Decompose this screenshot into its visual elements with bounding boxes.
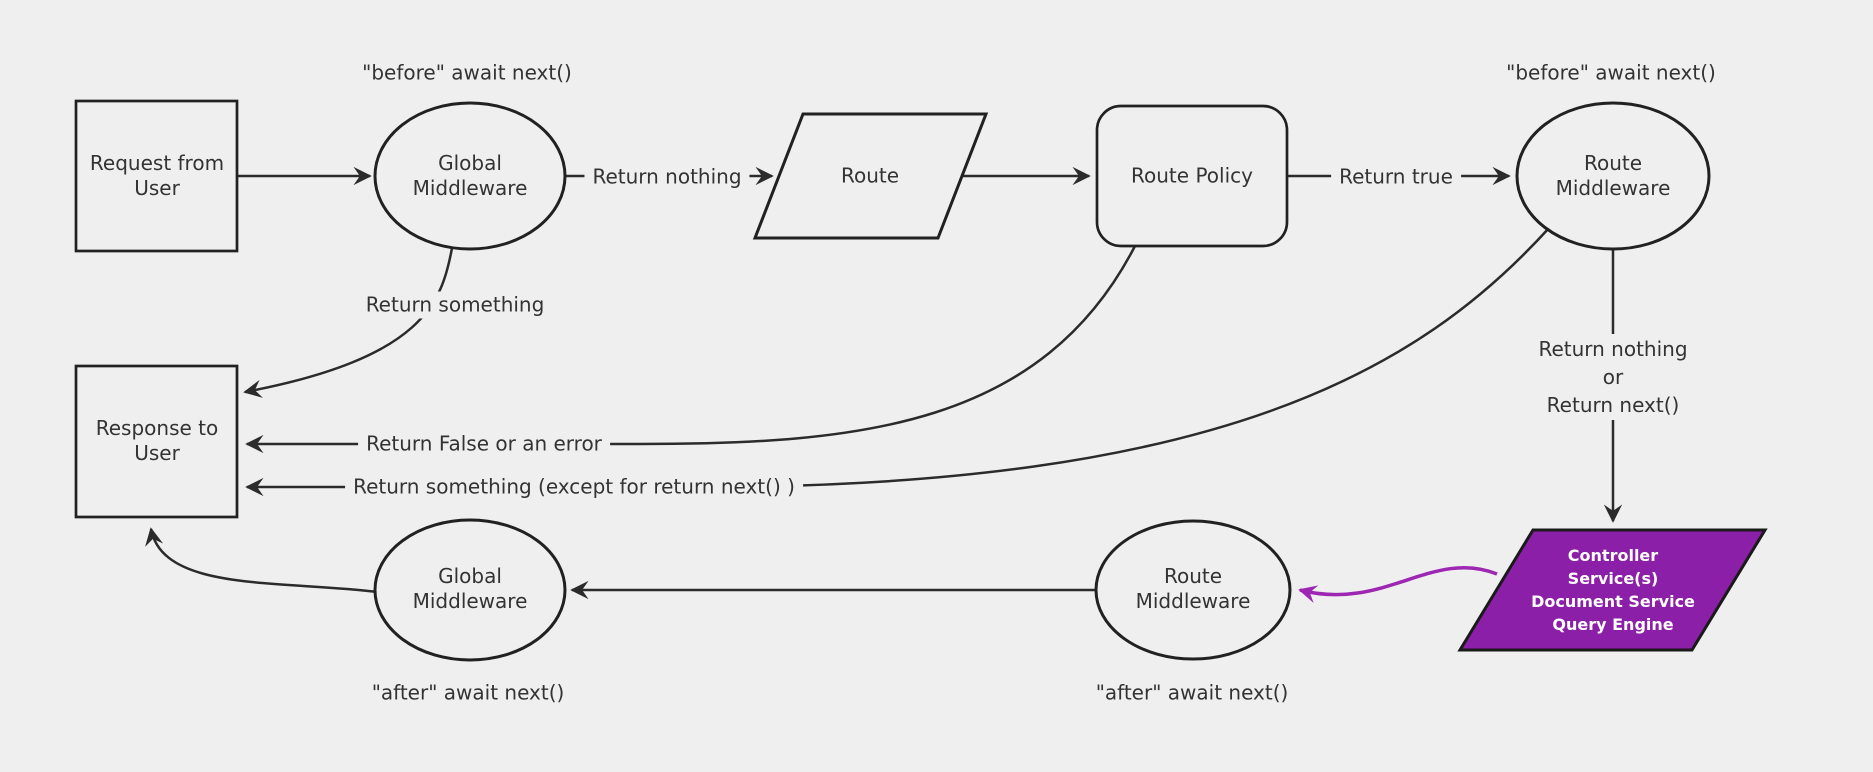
return-nothing-or-line-3: Return next()	[1546, 393, 1680, 417]
after-await-annotation-left: "after" await next()	[371, 680, 565, 705]
after-await-annotation-middle: "after" await next()	[1095, 680, 1289, 705]
node-response-to-user	[74, 364, 239, 519]
route-middleware-bottom-label: Route Middleware	[1135, 564, 1251, 613]
controller-line-2: Service(s)	[1567, 569, 1659, 588]
node-controller-services	[1457, 528, 1768, 652]
controller-line-3: Document Service	[1531, 592, 1695, 611]
return-nothing-or-line-1: Return nothing	[1538, 337, 1688, 361]
edge-label-return-something-except: Return something (except for return next…	[345, 473, 803, 501]
return-nothing-or-line-2: or	[1602, 365, 1624, 389]
edge-label-return-false-or-error: Return False or an error	[358, 430, 610, 458]
route-policy-label: Route Policy	[1131, 163, 1253, 188]
before-await-annotation-right: "before" await next()	[1506, 60, 1716, 85]
edge-controller-to-route-mw-bottom	[1298, 565, 1498, 604]
request-node-label: Request from User	[89, 151, 225, 200]
before-await-annotation-left: "before" await next()	[362, 60, 572, 85]
edge-route-mw-return-something-except	[245, 227, 1550, 497]
edge-route-policy-return-false	[245, 245, 1137, 454]
node-route-middleware-top	[1515, 101, 1711, 251]
node-global-middleware-top	[373, 101, 567, 251]
edge-global-mw-return-something	[243, 247, 454, 398]
node-route	[752, 112, 989, 240]
node-global-middleware-bottom	[373, 518, 567, 662]
controller-line-4: Query Engine	[1552, 615, 1674, 634]
node-route-middleware-bottom	[1094, 519, 1292, 661]
route-middleware-top-label: Route Middleware	[1555, 151, 1671, 200]
response-node-label: Response to User	[95, 416, 219, 465]
controller-line-1: Controller	[1567, 546, 1659, 565]
edge-label-return-something: Return something	[357, 291, 553, 319]
edge-label-return-nothing-or-next: Return nothing or Return next()	[1530, 334, 1696, 420]
edge-label-return-nothing: Return nothing	[584, 163, 750, 191]
edge-global-mw-bottom-to-response	[145, 527, 379, 594]
global-middleware-top-label: Global Middleware	[412, 151, 528, 200]
node-request-from-user	[74, 99, 239, 253]
global-middleware-bottom-label: Global Middleware	[412, 564, 528, 613]
edge-label-return-true: Return true	[1331, 163, 1461, 191]
route-node-label: Route	[840, 163, 900, 188]
node-route-policy	[1095, 104, 1289, 248]
controller-node-label: Controller Service(s) Document Service Q…	[1531, 544, 1695, 636]
